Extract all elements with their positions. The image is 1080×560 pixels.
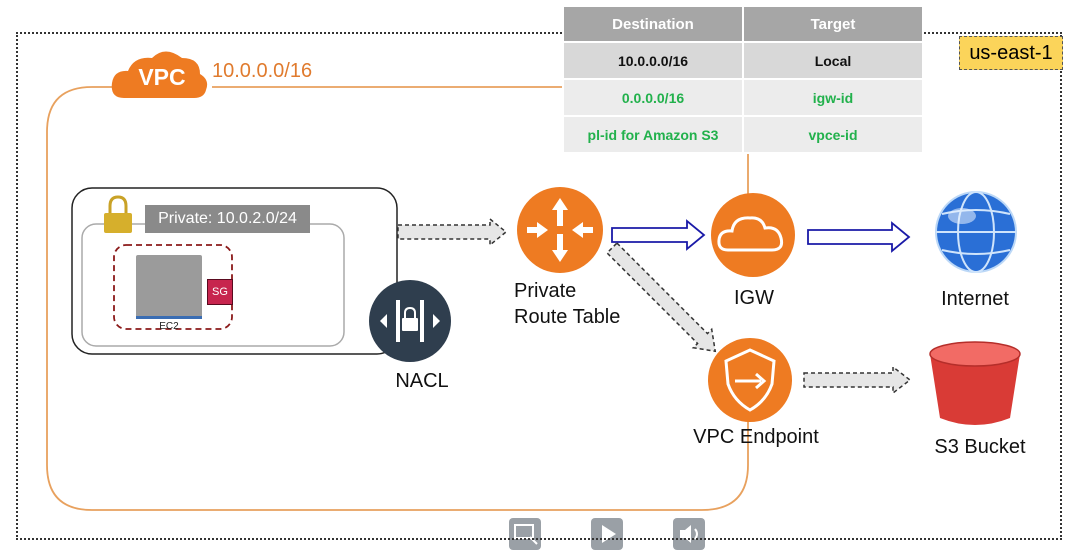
header-target: Target: [742, 5, 924, 43]
lock-icon: [104, 195, 132, 233]
route-target: vpce-id: [742, 115, 924, 154]
route-destination: 0.0.0.0/16: [562, 78, 744, 117]
internet-label: Internet: [941, 288, 1009, 310]
vpc-cloud-icon: [111, 51, 208, 98]
vpc-icon-label: VPC: [138, 64, 186, 90]
igw-label: IGW: [734, 287, 774, 309]
route-table-label-line2: Route Table: [514, 306, 621, 328]
route-table-header-row: Destination Target: [562, 5, 924, 43]
arrow-router-to-endpoint: [605, 241, 717, 353]
route-target: Local: [742, 41, 924, 80]
table-row: pl-id for Amazon S3 vpce-id: [562, 115, 924, 154]
region-label: us-east-1: [959, 36, 1063, 70]
vpc-endpoint-label: VPC Endpoint: [693, 426, 819, 448]
ec2-instance-icon: [136, 255, 202, 319]
route-destination: 10.0.0.0/16: [562, 41, 744, 80]
nacl-label: NACL: [395, 370, 449, 392]
table-row: 0.0.0.0/16 igw-id: [562, 78, 924, 117]
route-table: Destination Target 10.0.0.0/16 Local 0.0…: [562, 5, 924, 154]
header-destination: Destination: [562, 5, 744, 43]
route-table-label: Private Route Table: [514, 278, 620, 330]
screen-icon[interactable]: [509, 518, 541, 550]
route-destination: pl-id for Amazon S3: [562, 115, 744, 154]
vpc-boundary: [46, 86, 749, 511]
s3-bucket-icon: [929, 341, 1021, 425]
igw-icon: [711, 193, 795, 277]
arrow-igw-to-internet: [807, 221, 911, 253]
route-table-label-line1: Private: [514, 280, 577, 302]
arrow-endpoint-to-s3: [803, 365, 912, 395]
router-icon: [517, 187, 603, 273]
vpc-endpoint-icon: [708, 338, 792, 422]
security-group-badge: SG: [207, 279, 233, 305]
region-boundary: [16, 32, 1062, 540]
ec2-base-stripe: [136, 316, 202, 319]
s3-label: S3 Bucket: [934, 436, 1026, 458]
route-target: igw-id: [742, 78, 924, 117]
arrow-router-to-igw: [611, 219, 706, 251]
nacl-icon: [369, 280, 451, 362]
table-row: 10.0.0.0/16 Local: [562, 41, 924, 80]
arrow-subnet-to-router: [397, 217, 508, 247]
subnet-label: Private: 10.0.2.0/24: [145, 205, 310, 233]
vpc-cidr: 10.0.0.0/16: [212, 60, 313, 82]
globe-icon: [935, 191, 1017, 273]
ec2-label: EC2: [159, 321, 179, 332]
